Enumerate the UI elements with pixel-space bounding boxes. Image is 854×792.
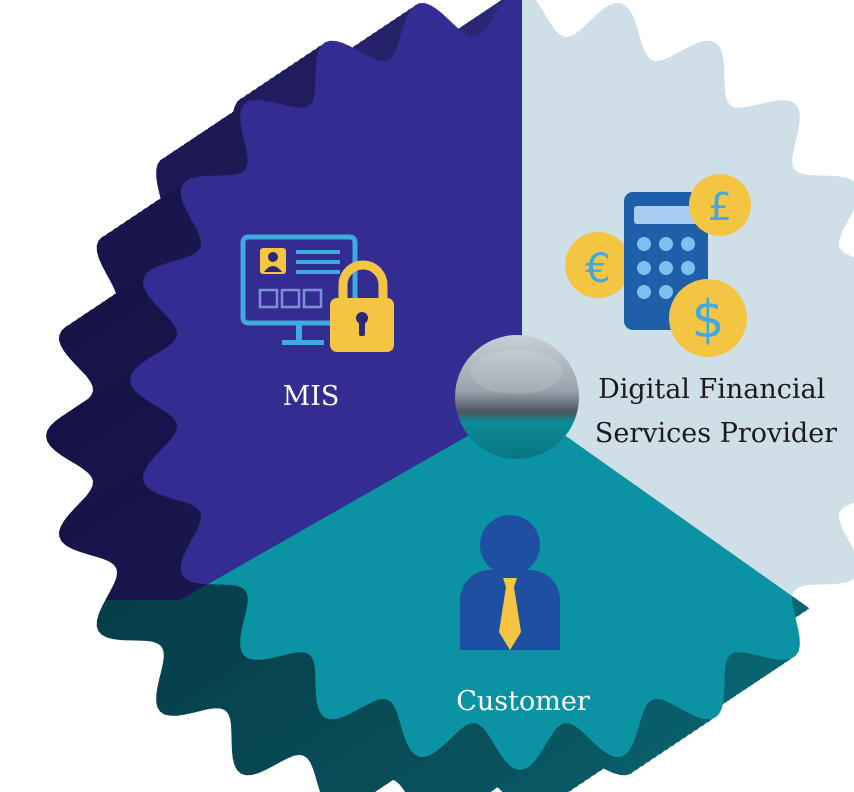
svg-text:$: $ [691,290,724,350]
mis-label: MIS [283,381,340,412]
calculator-currency-icon: € £ $ [565,174,751,357]
customer-label: Customer [456,686,590,717]
dfsp-label-line-1: Digital Financial [598,374,825,405]
person-tie-icon [460,515,560,650]
svg-text:€: € [585,246,610,292]
dfsp-label: Digital Financial Services Provider [595,374,837,449]
customer-segment [130,405,854,770]
dfsp-label-line-2: Services Provider [595,418,837,449]
secure-computer-lock-icon [240,234,394,352]
svg-text:£: £ [708,185,732,229]
center-sphere-icon [455,335,579,459]
